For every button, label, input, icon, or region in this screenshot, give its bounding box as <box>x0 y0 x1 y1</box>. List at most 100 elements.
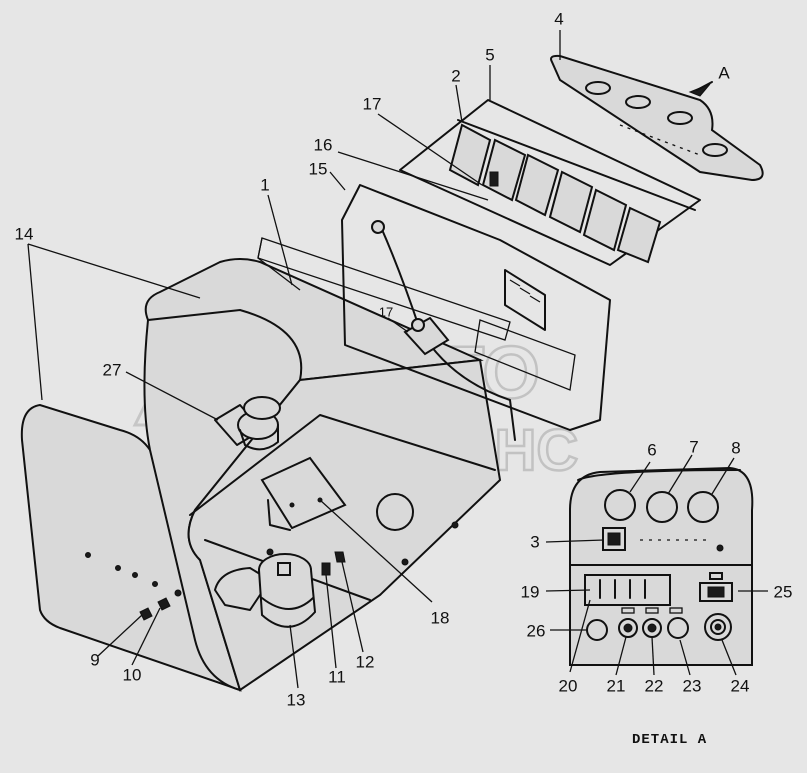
label-3: 3 <box>530 532 540 552</box>
leader-11 <box>325 574 337 669</box>
switch-25-rocker <box>707 586 725 598</box>
leader-14 <box>27 243 201 401</box>
motor-13-bracket <box>214 567 271 611</box>
view-marker-label: A <box>718 63 730 83</box>
label-11: 11 <box>328 667 346 687</box>
switch <box>548 170 594 234</box>
socket-3-inner <box>607 532 621 546</box>
leader-10 <box>131 607 161 666</box>
housing-edge <box>189 414 496 516</box>
display-19-icon <box>584 574 671 606</box>
label-1: 1 <box>260 175 270 195</box>
housing-round-cutout <box>376 493 414 531</box>
switch <box>582 188 628 252</box>
motor-13-band <box>261 597 314 610</box>
display-19-segments <box>599 579 646 599</box>
label-7: 7 <box>689 437 699 457</box>
leader-24 <box>721 639 737 676</box>
leader-18 <box>319 499 433 603</box>
leader-12 <box>341 561 364 653</box>
connector-17-plug <box>411 318 425 332</box>
leader-16 <box>337 151 489 201</box>
gauge-6-icon <box>604 489 636 521</box>
panel-15 <box>341 184 611 441</box>
leader-7 <box>667 454 693 495</box>
part-12-connector <box>334 551 346 563</box>
bezel-4-plate <box>550 54 764 182</box>
switch-bank-2 <box>448 119 696 264</box>
bezel-4-hole <box>702 143 728 157</box>
motor-13-screw <box>266 548 274 556</box>
knob-26-icon <box>586 619 608 641</box>
switch <box>616 206 662 264</box>
indicator-lamp <box>621 607 635 614</box>
gauge-8-icon <box>687 491 719 523</box>
detail-a-screw <box>716 544 724 552</box>
label-25: 25 <box>773 582 793 602</box>
leader-21 <box>615 636 627 676</box>
housing-top <box>144 258 484 382</box>
connector-17-upper <box>489 171 499 187</box>
leader-23 <box>679 639 691 676</box>
switch-25-tab <box>709 572 723 580</box>
leader-1 <box>267 194 293 286</box>
panel-15-outline <box>341 184 611 431</box>
label-12: 12 <box>355 652 375 672</box>
toggle-switch-10 <box>157 597 171 611</box>
leader-9 <box>97 614 143 657</box>
bracket-18 <box>260 456 347 531</box>
label-14: 14 <box>14 224 34 244</box>
motor-13-body <box>258 569 317 628</box>
leader-8 <box>711 457 735 495</box>
leader-17-upper <box>377 113 483 186</box>
label-17-upper: 17 <box>362 94 382 114</box>
bezel-4-slots <box>619 124 701 156</box>
label-16: 16 <box>313 135 333 155</box>
label-4: 4 <box>554 9 564 29</box>
label-19: 19 <box>520 582 540 602</box>
bracket-18-hole <box>289 502 295 508</box>
label-22: 22 <box>644 676 664 696</box>
bezel-4-hole <box>625 95 651 109</box>
switch-bank-rail <box>457 119 696 211</box>
side-panel-hole <box>132 572 138 578</box>
label-21: 21 <box>606 676 626 696</box>
leader-13 <box>289 624 299 689</box>
label-6: 6 <box>647 440 657 460</box>
side-panel-hole <box>115 565 121 571</box>
part-11-fuse <box>321 562 331 576</box>
housing-screw <box>401 558 409 566</box>
indicator-lamp <box>669 607 683 614</box>
gasket-1 <box>257 237 511 341</box>
leader-3 <box>545 539 605 543</box>
label-17-lower: 17 <box>378 304 394 320</box>
motor-13 <box>214 548 317 628</box>
label-23: 23 <box>682 676 702 696</box>
leader-17-lower <box>387 317 409 333</box>
view-arrow-icon <box>688 83 711 97</box>
label-5: 5 <box>485 45 495 65</box>
switch <box>448 123 492 187</box>
bracket-18-plate <box>260 456 347 530</box>
leader-15 <box>329 171 346 191</box>
label-24: 24 <box>730 676 750 696</box>
harness-clip <box>371 220 385 234</box>
knob-21-center <box>623 623 633 633</box>
bezel-4-hole <box>585 81 611 95</box>
detail-caption: DETAIL A <box>632 732 708 748</box>
label-18: 18 <box>430 608 450 628</box>
gauge-7-icon <box>646 491 678 523</box>
side-panel-hole <box>152 581 158 587</box>
housing-side-panel <box>20 403 242 692</box>
panel-15-window <box>474 319 576 391</box>
leader-19 <box>545 589 591 592</box>
side-panel-hole <box>85 552 91 558</box>
gasket-1-corner <box>257 237 301 291</box>
label-2: 2 <box>451 66 461 86</box>
leader-6 <box>629 461 651 493</box>
bezel-4 <box>550 54 764 182</box>
meter-27-cap <box>243 396 281 420</box>
leader-lines <box>27 30 768 689</box>
